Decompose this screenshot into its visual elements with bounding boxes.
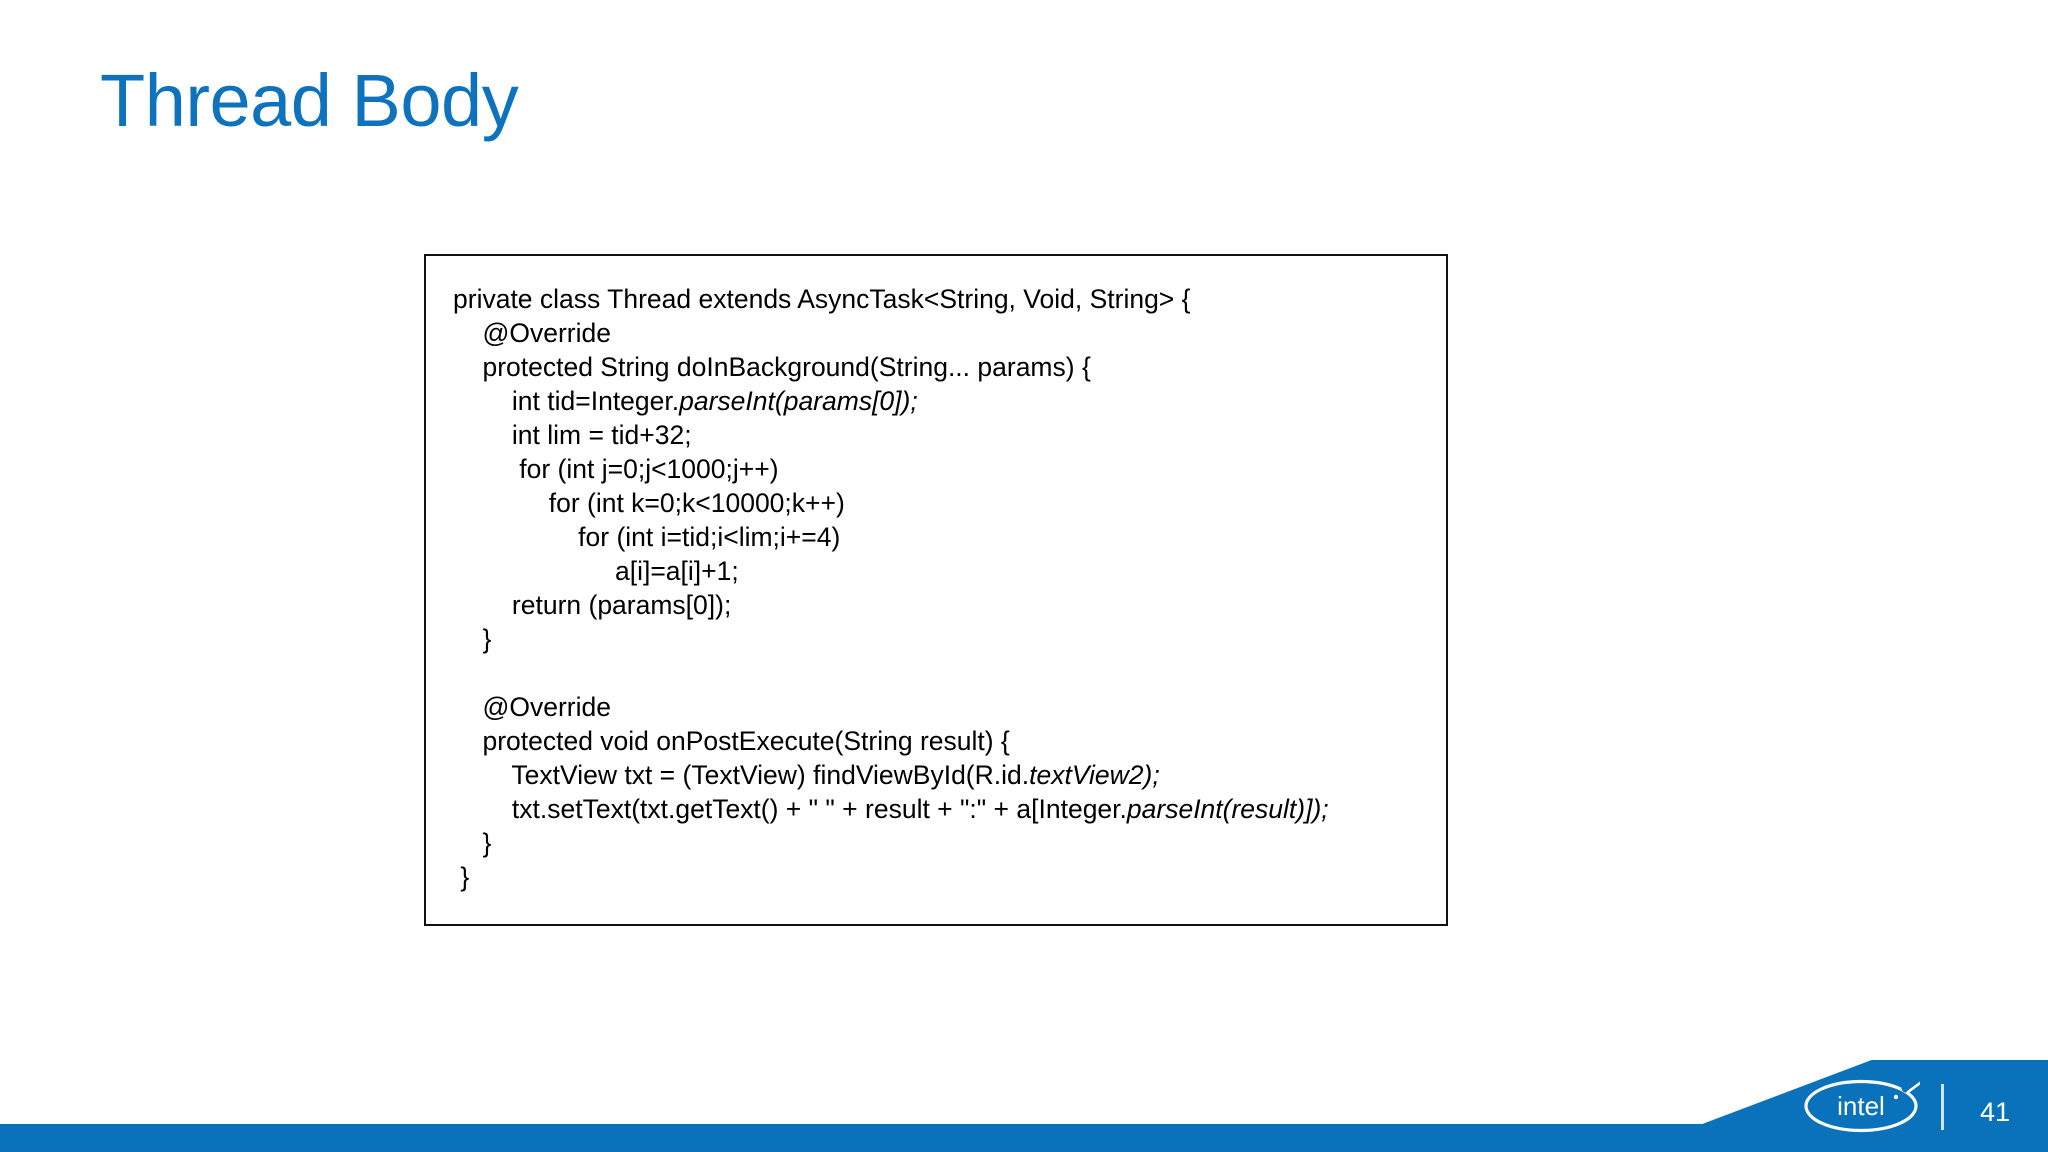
code-line: } <box>453 826 1438 860</box>
code-token: a[i]=a[i]+1; <box>453 556 739 586</box>
code-token-emphasis: parseInt(result)]); <box>1126 794 1329 824</box>
intel-logo-icon: intel <box>1802 1078 1920 1134</box>
code-line: int tid=Integer.parseInt(params[0]); <box>453 384 1438 418</box>
code-token: txt.setText(txt.getText() + " " + result… <box>453 794 1127 824</box>
code-line: private class Thread extends AsyncTask<S… <box>453 282 1438 316</box>
code-token-emphasis: textView2); <box>1029 760 1160 790</box>
code-line: int lim = tid+32; <box>453 418 1438 452</box>
code-token: private class Thread extends AsyncTask<S… <box>453 284 1191 314</box>
code-line: txt.setText(txt.getText() + " " + result… <box>453 792 1438 826</box>
code-token: protected String doInBackground(String..… <box>453 352 1091 382</box>
code-token: } <box>453 862 470 892</box>
code-line: a[i]=a[i]+1; <box>453 554 1438 588</box>
code-line: for (int j=0;j<1000;j++) <box>453 452 1438 486</box>
code-line: } <box>453 860 1438 894</box>
code-line: return (params[0]); <box>453 588 1438 622</box>
code-token: } <box>453 624 492 654</box>
svg-text:intel: intel <box>1837 1091 1885 1121</box>
code-token: } <box>453 828 492 858</box>
code-token: @Override <box>453 318 611 348</box>
code-token: TextView txt = (TextView) findViewById(R… <box>453 760 1030 790</box>
code-token: for (int j=0;j<1000;j++) <box>453 454 779 484</box>
code-line: @Override <box>453 316 1438 350</box>
code-token: int tid=Integer. <box>453 386 680 416</box>
code-line: for (int i=tid;i<lim;i+=4) <box>453 520 1438 554</box>
code-line: for (int k=0;k<10000;k++) <box>453 486 1438 520</box>
code-token: for (int k=0;k<10000;k++) <box>453 488 845 518</box>
code-line <box>453 656 1438 690</box>
code-line: } <box>453 622 1438 656</box>
code-line: protected String doInBackground(String..… <box>453 350 1438 384</box>
code-line: @Override <box>453 690 1438 724</box>
code-token: int lim = tid+32; <box>453 420 692 450</box>
code-token-emphasis: parseInt(params[0]); <box>679 386 918 416</box>
code-line: protected void onPostExecute(String resu… <box>453 724 1438 758</box>
code-listing: private class Thread extends AsyncTask<S… <box>453 282 1438 894</box>
page-title: Thread Body <box>100 59 519 142</box>
code-line: TextView txt = (TextView) findViewById(R… <box>453 758 1438 792</box>
code-block: private class Thread extends AsyncTask<S… <box>424 254 1448 926</box>
page-number: 41 <box>1979 1097 2010 1127</box>
footer-divider <box>1941 1084 1944 1130</box>
code-token: for (int i=tid;i<lim;i+=4) <box>453 522 841 552</box>
code-token: return (params[0]); <box>453 590 732 620</box>
code-token: protected void onPostExecute(String resu… <box>453 726 1010 756</box>
code-token: @Override <box>453 692 611 722</box>
